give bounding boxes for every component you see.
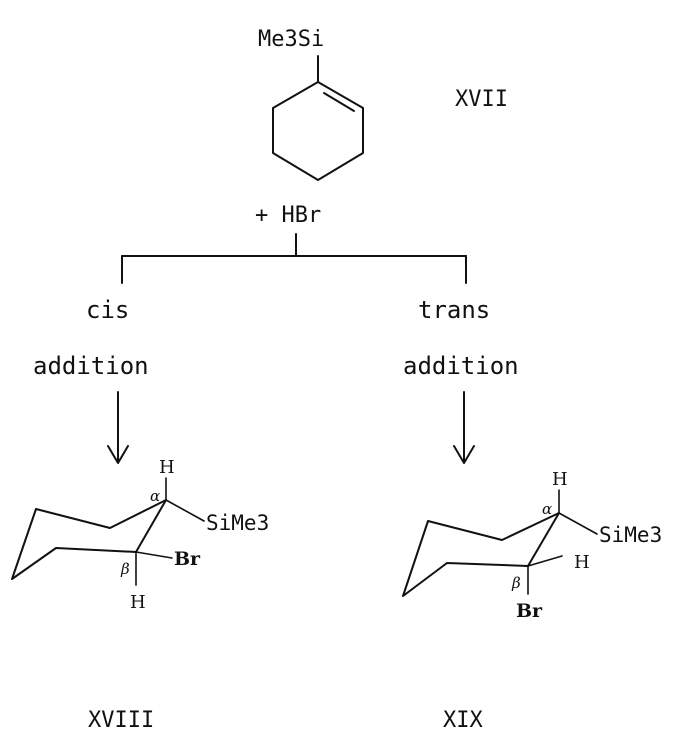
reactant-cyclohexene-ring xyxy=(272,81,364,181)
product-trans-compound-label: XIX xyxy=(443,708,483,729)
product-cis-silyl-bond xyxy=(165,499,205,522)
reactant-structure: Me3Si XVII xyxy=(258,27,508,181)
reactant-substituent-label: Me3Si xyxy=(258,27,324,52)
product-cis-alpha-label: α xyxy=(150,487,160,505)
branch-connector xyxy=(121,233,467,284)
product-trans-silyl-label: SiMe3 xyxy=(599,523,662,547)
cis-arrow xyxy=(107,391,129,464)
product-cis-beta-label: β xyxy=(120,560,130,578)
product-cis-h-alpha: H xyxy=(159,457,175,478)
trans-arrow xyxy=(453,391,475,464)
product-trans-structure: H α SiMe3 H β Br xyxy=(402,469,662,622)
product-cis-compound-label: XVIII xyxy=(88,708,154,729)
product-cis-br: Br xyxy=(174,548,201,570)
reagent-label: + HBr xyxy=(255,203,321,228)
product-trans-beta-label: β xyxy=(511,574,521,592)
product-trans-alpha-label: α xyxy=(542,500,552,518)
product-cis-br-bond xyxy=(135,551,173,559)
product-cis-structure: H α SiMe3 Br β H xyxy=(11,457,269,613)
product-cis-chair-ring xyxy=(11,499,167,580)
product-trans-h-beta-bond xyxy=(527,555,563,567)
product-trans-br: Br xyxy=(516,600,543,622)
product-trans-h-beta: H xyxy=(574,552,590,573)
product-cis-h-beta: H xyxy=(130,592,146,613)
trans-path-label-addition: addition xyxy=(403,352,519,380)
reactant-double-bond-inner xyxy=(323,92,355,112)
cis-path-label-addition: addition xyxy=(33,352,149,380)
product-cis-silyl-label: SiMe3 xyxy=(206,511,269,535)
product-trans-chair-ring xyxy=(402,512,560,597)
reactant-compound-label: XVII xyxy=(455,87,508,112)
cis-path-label: cis xyxy=(86,296,129,324)
product-trans-h-alpha: H xyxy=(552,469,568,490)
trans-path-label: trans xyxy=(418,296,490,324)
product-trans-silyl-bond xyxy=(558,512,598,535)
